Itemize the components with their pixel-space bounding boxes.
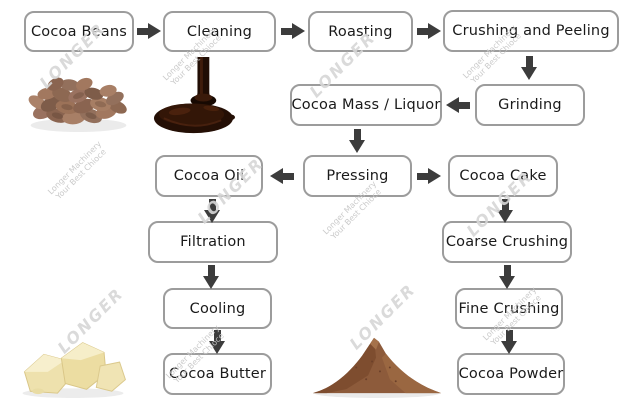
- arrow-grinding-to-cocoa-mass: [446, 97, 470, 113]
- node-label: Grinding: [498, 97, 562, 113]
- arrow-cocoa-mass-to-pressing: [349, 129, 365, 153]
- node-filtration: Filtration: [148, 221, 278, 263]
- node-cooling: Cooling: [163, 288, 272, 329]
- node-label: Cleaning: [186, 23, 253, 40]
- node-cocoa-oil: Cocoa Oil: [155, 155, 263, 197]
- arrow-cocoa-oil-to-filtration: [204, 199, 220, 223]
- node-label: Cocoa Butter: [168, 366, 267, 382]
- slogan-line1: Longer Machinery: [46, 139, 104, 197]
- cocoa-beans-photo: [28, 77, 127, 132]
- node-label: Cooling: [189, 300, 246, 317]
- arrow-fine-crushing-to-cocoa-powder: [501, 330, 517, 354]
- arrow-cocoa-cake-to-coarse-crushing: [497, 199, 513, 223]
- node-label: Cocoa Beans: [30, 23, 128, 40]
- node-label: Cocoa Powder: [458, 366, 564, 382]
- arrow-pressing-to-cocoa-oil: [270, 168, 294, 184]
- node-label: Cocoa Oil: [173, 168, 245, 184]
- node-cocoa-cake: Cocoa Cake: [448, 155, 558, 197]
- arrow-cocoa-beans-to-cleaning: [137, 23, 161, 39]
- node-label: Crushing and Peeling: [452, 23, 610, 39]
- node-label: Roasting: [328, 23, 393, 40]
- slogan-line2: Your Best Chioce: [54, 147, 108, 202]
- node-cocoa-mass-liquor: Cocoa Mass / Liquor: [290, 84, 442, 126]
- node-label: Coarse Crushing: [445, 234, 569, 250]
- node-crushing-and-peeling: Crushing and Peeling: [443, 10, 619, 52]
- node-pressing: Pressing: [303, 155, 412, 197]
- node-label: Fine Crushing: [458, 300, 560, 317]
- node-cleaning: Cleaning: [163, 11, 276, 52]
- node-cocoa-beans: Cocoa Beans: [24, 11, 134, 52]
- node-label: Filtration: [180, 234, 246, 250]
- arrow-cleaning-to-roasting: [281, 23, 305, 39]
- arrow-coarse-to-fine-crushing: [499, 265, 515, 289]
- arrow-filtration-to-cooling: [203, 265, 219, 289]
- node-label: Pressing: [326, 168, 389, 184]
- arrow-cooling-to-cocoa-butter: [209, 330, 225, 354]
- arrow-crushing-to-grinding: [521, 56, 537, 80]
- node-coarse-crushing: Coarse Crushing: [442, 221, 572, 263]
- node-grinding: Grinding: [475, 84, 585, 126]
- node-fine-crushing: Fine Crushing: [455, 288, 563, 329]
- node-cocoa-powder: Cocoa Powder: [457, 353, 565, 395]
- node-roasting: Roasting: [308, 11, 413, 52]
- arrow-pressing-to-cocoa-cake: [417, 168, 441, 184]
- arrow-roasting-to-crushing: [417, 23, 441, 39]
- node-cocoa-butter: Cocoa Butter: [163, 353, 272, 395]
- cocoa-powder-photo: [312, 337, 442, 399]
- cocoa-butter-photo: [22, 342, 126, 399]
- node-label: Cocoa Cake: [459, 168, 547, 184]
- chocolate-liquor-photo: [153, 57, 236, 134]
- node-label: Cocoa Mass / Liquor: [291, 97, 441, 113]
